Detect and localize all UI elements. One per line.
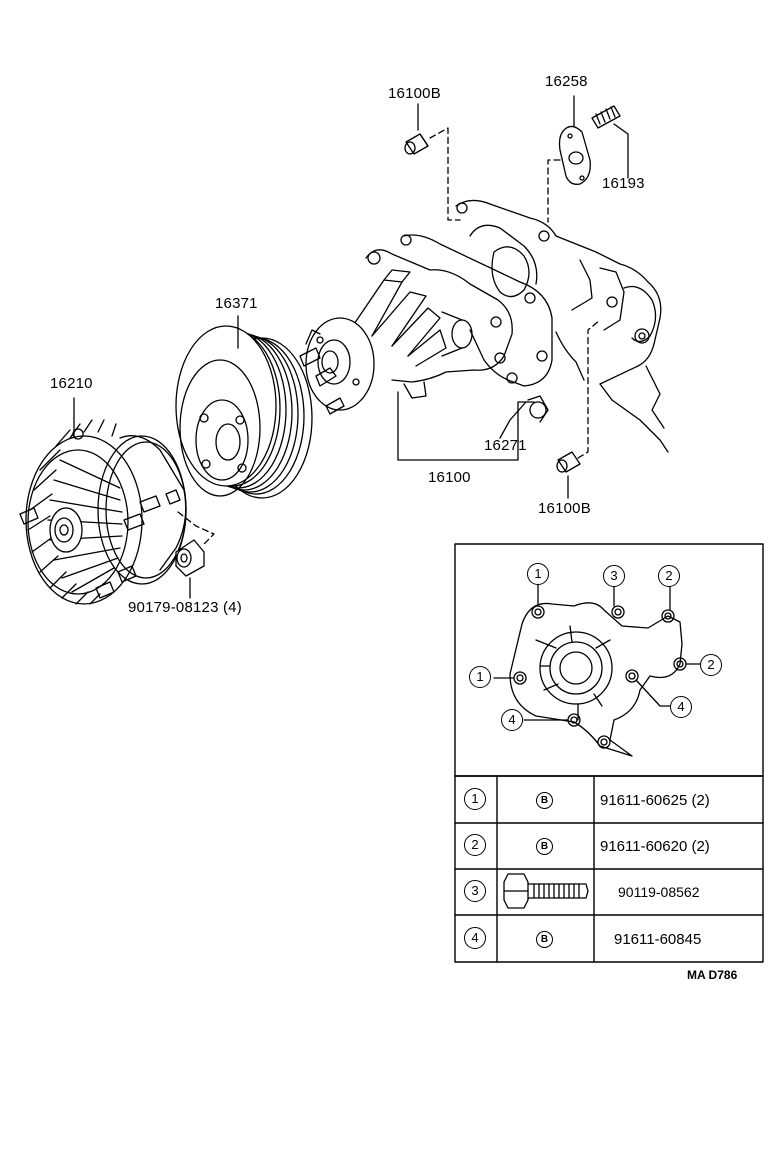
bolt-illustration: [503, 873, 589, 909]
timing-cover-drawing: [455, 199, 669, 453]
callout-pulley: 16371: [215, 295, 258, 312]
callout-pump-gasket: 16271: [484, 437, 527, 454]
table-row-1-badge: B: [536, 792, 553, 809]
leader-16271: [499, 401, 527, 439]
callout-water-pump: 16100: [428, 469, 471, 486]
table-row-2-part: 91611-60620 (2): [600, 838, 710, 855]
dash-16100b-bottom: [577, 319, 601, 459]
table-row-4-badge: B: [536, 931, 553, 948]
table-row-4-part: 91611-60845: [614, 931, 702, 948]
table-row-1-index: 1: [464, 788, 486, 810]
detail-marker-4-left: 4: [501, 709, 523, 731]
callout-stud-bolt-top: 16100B: [388, 85, 441, 102]
detail-marker-1-left: 1: [469, 666, 491, 688]
detail-marker-4-right: 4: [670, 696, 692, 718]
detail-marker-2-right: 2: [700, 654, 722, 676]
pulley-drawing: [175, 325, 313, 499]
table-row-3-index: 3: [464, 880, 486, 902]
detail-pump-outline: [509, 602, 687, 757]
bracket-16100: [397, 391, 535, 461]
small-gasket-drawing: [558, 125, 591, 185]
table-row-1-part: 91611-60625 (2): [600, 792, 710, 809]
nut-drawing: [175, 539, 205, 577]
table-row-2-index: 2: [464, 834, 486, 856]
dash-16258: [547, 159, 561, 223]
callout-fan-clutch: 16210: [50, 375, 93, 392]
detail-marker-1-top: 1: [527, 563, 549, 585]
pump-gasket-drawing: [400, 234, 553, 387]
table-row-4-index: 4: [464, 927, 486, 949]
detail-leader-lines: [493, 583, 701, 721]
water-pump-drawing: [299, 249, 513, 415]
stud-bolt-top-drawing: [404, 133, 429, 155]
stud-bolt-bottom-drawing: [556, 451, 581, 473]
table-row-2-badge: B: [536, 838, 553, 855]
detail-marker-2-top: 2: [658, 565, 680, 587]
table-row-3-part: 90119-08562: [618, 884, 700, 900]
stud-drawing: [591, 105, 629, 179]
callout-stud: 16193: [602, 175, 645, 192]
drawing-code: MA D786: [687, 968, 738, 982]
parts-table-grid: [454, 775, 764, 963]
callout-nut: 90179-08123 (4): [128, 599, 242, 616]
callout-stud-bolt-bottom: 16100B: [538, 500, 591, 517]
fan-clutch-drawing: [19, 419, 187, 605]
dash-16100b-top: [429, 127, 461, 221]
detail-marker-3-top: 3: [603, 565, 625, 587]
callout-gasket-small: 16258: [545, 73, 588, 90]
dash-nut: [177, 511, 215, 545]
